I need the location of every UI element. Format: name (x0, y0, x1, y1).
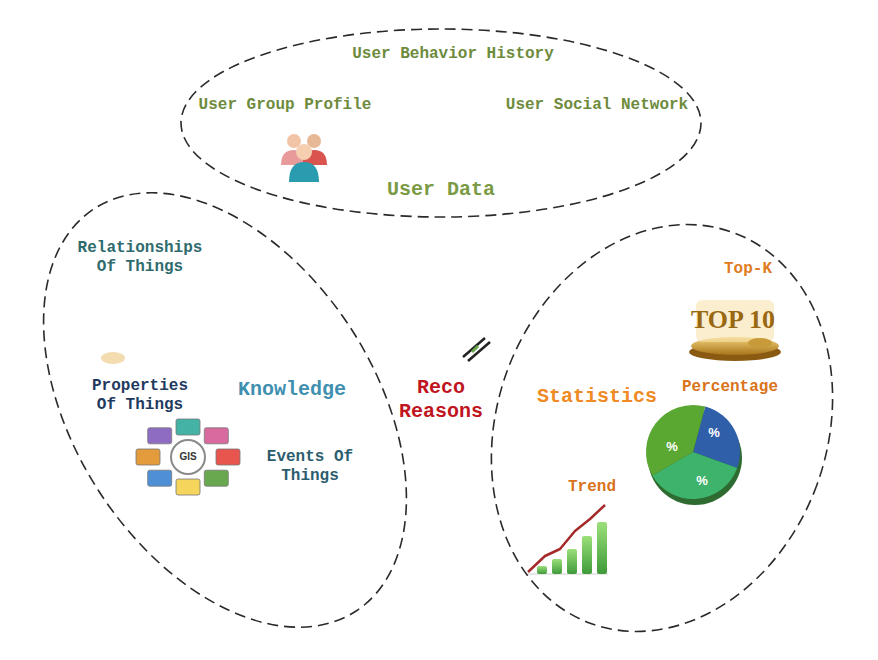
top-ten-trophy-part (748, 338, 772, 348)
gis-icon-part (216, 449, 240, 465)
pie-chart-part (646, 405, 705, 476)
ellipse-item: User Behavior History (352, 45, 554, 64)
trend-chart-part (597, 522, 607, 574)
gis-icon-part (176, 419, 200, 435)
gis-icon-part (204, 470, 228, 486)
trend-chart-part (537, 566, 547, 574)
pie-percent: % (708, 425, 720, 441)
gis-icon (136, 419, 240, 495)
trend-chart-part (552, 559, 562, 574)
trend-chart-part (528, 505, 605, 572)
trend-chart-part (582, 536, 592, 574)
user-group-icon-part (289, 162, 319, 182)
gis-text: GIS (179, 451, 196, 463)
reco-icon (463, 338, 490, 361)
ellipse-item: Percentage (682, 378, 778, 397)
ellipse-item: Statistics (537, 385, 657, 409)
ellipse-heading: Trend (568, 478, 616, 497)
ellipse-item: User Group Profile (199, 96, 372, 115)
dashed-ellipse (485, 215, 845, 640)
ellipse-item: Relationships Of Things (70, 239, 210, 277)
gis-icon-part (204, 428, 228, 444)
trophy-text: TOP 10 (691, 304, 775, 335)
pie-chart (646, 405, 742, 505)
ellipse-item: User Social Network (506, 96, 688, 115)
dashed-ellipse (436, 176, 878, 660)
reco-icon-part (468, 342, 490, 361)
top-ten-trophy (689, 300, 781, 361)
gis-icon-part (176, 479, 200, 495)
trend-chart (528, 505, 608, 574)
gis-icon-part (148, 470, 172, 486)
pie-percent: % (696, 473, 708, 489)
gis-icon-part (148, 428, 172, 444)
ellipse-heading: Events Of Things (260, 448, 360, 486)
gis-icon-part (171, 440, 205, 474)
ellipse-heading: User Data (387, 178, 495, 202)
user-group-icon-part (296, 144, 312, 160)
ellipse-item: Knowledge (238, 378, 346, 402)
user-data-region: User Behavior HistoryUser Group ProfileU… (181, 27, 701, 219)
faint-icon-part (101, 352, 125, 364)
trend-chart-part (567, 549, 577, 574)
faint-icon (101, 352, 125, 364)
pie-percent: % (666, 439, 678, 455)
center-label: Reco Reasons (391, 376, 491, 424)
ellipse-item: Top-K (724, 260, 772, 279)
dashed-ellipse (0, 127, 482, 660)
reco-icon-part (472, 346, 478, 352)
dashed-ellipse (181, 29, 701, 217)
knowledge-region: Relationships Of ThingsProperties Of Thi… (40, 190, 410, 630)
reco-icon-part (463, 338, 485, 357)
user-group-icon (281, 134, 327, 182)
gis-icon-part (136, 449, 160, 465)
ellipse-item: Properties Of Things (85, 377, 195, 415)
statistics-region: Top-K Statistics PercentageTrend (485, 215, 845, 640)
